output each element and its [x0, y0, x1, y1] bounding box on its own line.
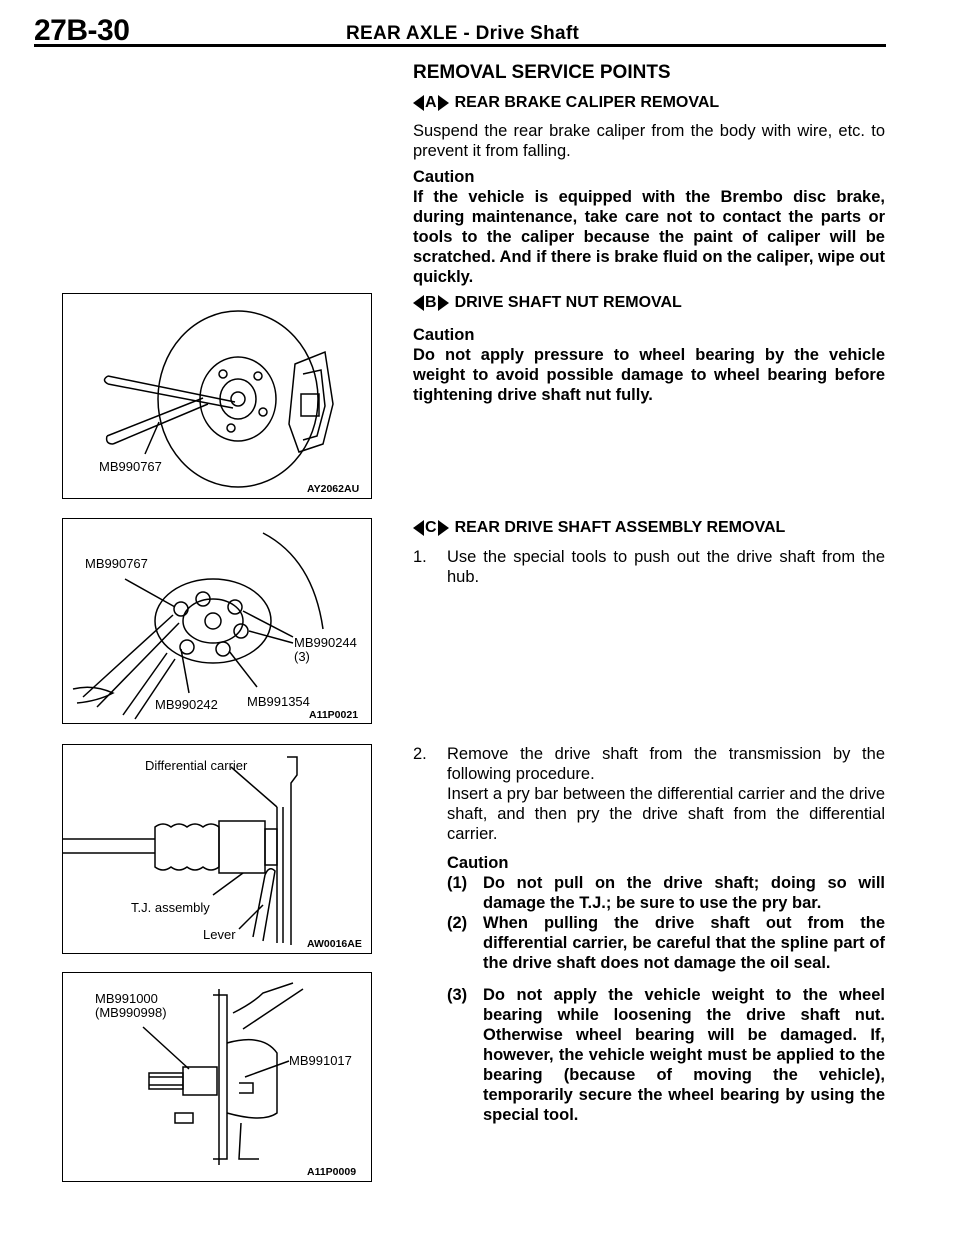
caution-item-text: When pulling the drive shaft out from th…	[483, 914, 885, 972]
point-c-heading: C REAR DRIVE SHAFT ASSEMBLY REMOVAL	[413, 518, 885, 538]
step-2: 2. Remove the drive shaft from the trans…	[413, 744, 885, 1125]
differential-carrier-illustration	[63, 756, 298, 945]
caution-item-number: (2)	[447, 914, 468, 932]
left-triangle-icon	[413, 520, 424, 536]
tool-label: MB991354	[247, 694, 310, 709]
step-2-number: 2.	[413, 745, 427, 763]
figure-code: AY2062AU	[307, 483, 360, 495]
step-1-text: Use the special tools to push out the dr…	[447, 548, 885, 586]
page-number: 27B-30	[34, 14, 130, 47]
point-a-caution-body: If the vehicle is equipped with the Brem…	[413, 188, 885, 286]
caution-item-text: Do not pull on the drive shaft; doing so…	[483, 874, 885, 912]
left-triangle-icon	[413, 295, 424, 311]
caution-item-1: (1) Do not pull on the drive shaft; doin…	[447, 873, 885, 913]
figure-secure-wheel-bearing: MB991000 (MB990998) MB991017 A11P0009	[62, 972, 372, 1182]
caution-item-2: (2) When pulling the drive shaft out fro…	[447, 913, 885, 973]
part-label: T.J. assembly	[131, 900, 210, 915]
part-label: Differential carrier	[145, 758, 248, 773]
figure-code: A11P0021	[309, 709, 359, 721]
point-b-caution-body: Do not apply pressure to wheel bearing b…	[413, 346, 885, 404]
caution-item-3: (3) Do not apply the vehicle weight to t…	[447, 985, 885, 1125]
point-b-letter: B	[425, 294, 437, 311]
point-a-body: Suspend the rear brake caliper from the …	[413, 122, 885, 160]
point-b-caution-title: Caution	[413, 326, 475, 344]
figure-drive-shaft-nut-removal: MB990767 AY2062AU	[62, 293, 372, 499]
figure-push-out-drive-shaft: MB990767 MB990244 (3) MB990242 MB991354 …	[62, 518, 372, 724]
tool-label: MB990244 (3)	[294, 635, 357, 664]
step-2-caution-title: Caution	[447, 854, 509, 872]
tool-label: MB990242	[155, 697, 218, 712]
step-2-body: Remove the drive shaft from the transmis…	[447, 744, 885, 1125]
tool-label: MB990767	[85, 556, 148, 571]
point-c-title: REAR DRIVE SHAFT ASSEMBLY REMOVAL	[454, 519, 786, 536]
hub-puller-illustration	[72, 532, 324, 720]
figure-code: A11P0009	[307, 1166, 357, 1178]
caution-item-number: (1)	[447, 874, 468, 892]
right-triangle-icon	[437, 520, 449, 536]
caution-item-number: (3)	[447, 986, 468, 1004]
caution-item-text: Do not apply the vehicle weight to the w…	[483, 986, 885, 1124]
point-a-letter: A	[425, 94, 437, 111]
tool-label: MB990767	[99, 459, 162, 474]
step-2-block: 2. Remove the drive shaft from the trans…	[413, 744, 885, 1125]
figure-code: AW0016AE	[307, 938, 362, 950]
part-label: Lever	[203, 927, 236, 942]
step-2-detail: Insert a pry bar between the differentia…	[447, 785, 885, 843]
point-a-block: REMOVAL SERVICE POINTS A REAR BRAKE CALIP…	[413, 62, 885, 287]
point-a-heading: A REAR BRAKE CALIPER REMOVAL	[413, 93, 885, 113]
point-c-block: C REAR DRIVE SHAFT ASSEMBLY REMOVAL 1. Us…	[413, 518, 885, 587]
point-b-block: B DRIVE SHAFT NUT REMOVAL Caution Do not …	[413, 293, 885, 405]
header-rule	[34, 44, 886, 47]
point-b-title: DRIVE SHAFT NUT REMOVAL	[454, 294, 682, 311]
brake-disc-illustration	[103, 310, 334, 488]
page-header: 27B-30 REAR AXLE - Drive Shaft	[34, 14, 886, 50]
section-title: REMOVAL SERVICE POINTS	[413, 62, 671, 83]
step-2-text: Remove the drive shaft from the transmis…	[447, 745, 885, 783]
left-triangle-icon	[413, 95, 424, 111]
point-c-letter: C	[425, 519, 437, 536]
right-triangle-icon	[437, 95, 449, 111]
figure-pry-drive-shaft: Differential carrier T.J. assembly Lever…	[62, 744, 372, 954]
page-title: REAR AXLE - Drive Shaft	[346, 23, 580, 44]
tool-label: MB991017	[289, 1053, 352, 1068]
wheel-bearing-illustration	[142, 982, 304, 1165]
point-b-heading: B DRIVE SHAFT NUT REMOVAL	[413, 293, 885, 313]
point-a-title: REAR BRAKE CALIPER REMOVAL	[454, 94, 720, 111]
step-1-number: 1.	[413, 548, 427, 566]
tool-label: MB991000 (MB990998)	[95, 991, 167, 1020]
right-triangle-icon	[437, 295, 449, 311]
point-a-caution-title: Caution	[413, 168, 475, 186]
step-1: 1. Use the special tools to push out the…	[413, 547, 885, 587]
